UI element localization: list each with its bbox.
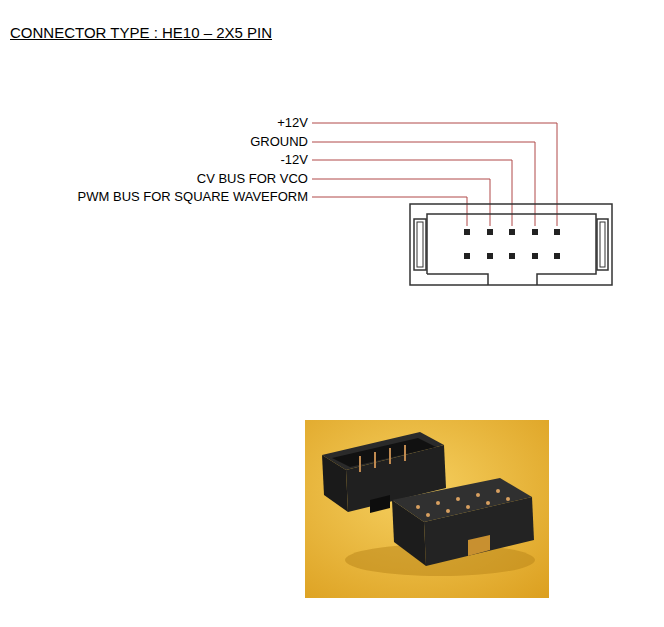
connector-photo	[305, 420, 549, 598]
connector-pins	[464, 229, 560, 259]
pin-label: -12V	[281, 152, 308, 167]
pin-label: CV BUS FOR VCO	[197, 171, 308, 186]
pin-label: +12V	[277, 115, 308, 130]
pin-label: PWM BUS FOR SQUARE WAVEFORM	[78, 189, 308, 204]
connector-outline	[410, 204, 612, 285]
leader-lines	[312, 123, 557, 226]
pin-label: GROUND	[250, 134, 308, 149]
diagram-title: CONNECTOR TYPE : HE10 – 2X5 PIN	[10, 24, 272, 41]
